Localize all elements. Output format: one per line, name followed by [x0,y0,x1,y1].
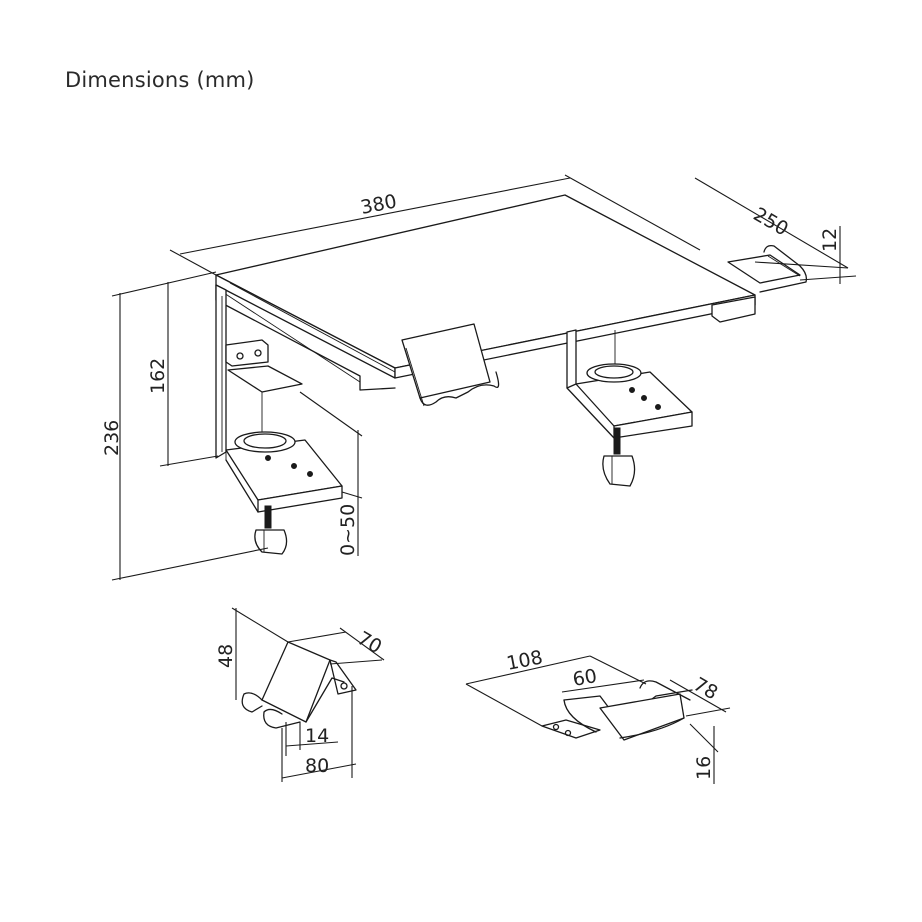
label-hook-slot-14: 14 [305,725,329,747]
label-height-236: 236 [101,420,123,456]
label-tray-height-16: 16 [693,756,715,780]
left-clamp [215,284,343,555]
label-width-380: 380 [359,190,399,219]
label-thickness-12: 12 [819,228,841,252]
desk-shelf [215,194,801,391]
label-depth-250: 250 [750,203,792,240]
right-clamp [566,329,693,487]
label-hook-height-48: 48 [215,644,237,668]
cup-tray-detail [465,655,731,784]
label-hook-depth-70: 70 [354,627,386,658]
headset-hook-detail [231,607,385,782]
label-clamp-range: 0~50 [337,504,359,556]
label-height-162: 162 [147,358,169,394]
main-dimension-lines [111,174,857,581]
center-headset-hook [401,323,500,407]
label-hook-width-80: 80 [305,755,329,777]
page-title: Dimensions (mm) [65,68,255,92]
shelf-edge-tray [759,244,808,293]
label-tray-length-108: 108 [505,646,545,675]
label-tray-inner-60: 60 [571,665,599,691]
label-tray-width-78: 78 [690,673,722,704]
